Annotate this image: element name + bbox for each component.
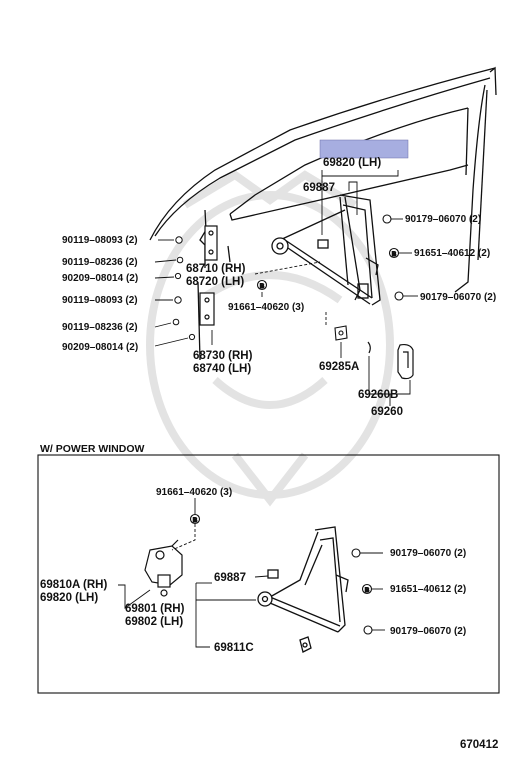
label-90179-06070-a: 90179–06070 (2) <box>405 214 481 225</box>
power-window-frame <box>37 454 500 694</box>
label-pw-69887: 69887 <box>214 572 246 584</box>
label-69801: 69801 (RH) <box>125 603 185 615</box>
power-window-title: W/ POWER WINDOW <box>40 443 144 455</box>
label-69260: 69260 <box>371 406 403 418</box>
window-crank-handle <box>367 341 414 380</box>
clip-69285a <box>334 325 348 341</box>
label-69285a: 69285A <box>319 361 359 373</box>
label-pw-91661-40620: 91661–40620 (3) <box>156 487 232 498</box>
leader-lines-upper <box>154 170 418 406</box>
label-90179-06070-b: 90179–06070 (2) <box>420 292 496 303</box>
label-90119-08236-a: 90119–08236 (2) <box>62 257 138 268</box>
label-69810a: 69810A (RH) <box>40 579 107 591</box>
leader-lines-power <box>118 498 385 648</box>
highlight-box <box>319 139 409 159</box>
svg-text:B: B <box>365 588 370 594</box>
label-pw-69820: 69820 (LH) <box>40 592 98 604</box>
window-regulator-manual <box>271 194 381 306</box>
label-pw-90179-06070-a: 90179–06070 (2) <box>390 548 466 559</box>
labels-power: 91661–40620 (3) 69810A (RH) 69820 (LH) 6… <box>40 487 466 654</box>
label-69887: 69887 <box>303 182 335 194</box>
label-68730: 68730 (RH) <box>193 350 253 362</box>
label-90209-08014-a: 90209–08014 (2) <box>62 273 138 284</box>
label-pw-90179-06070-b: 90179–06070 (2) <box>390 626 466 637</box>
label-68740: 68740 (LH) <box>193 363 251 375</box>
labels-upper: 69820 (LH) 69887 90119–08093 (2) 90119–0… <box>62 157 496 418</box>
label-91651-40612: 91651–40612 (2) <box>414 248 490 259</box>
label-68710: 68710 (RH) <box>186 263 246 275</box>
hinge-bolts <box>172 236 196 341</box>
power-window-bolt-b: B <box>189 513 201 525</box>
label-69260b: 69260B <box>358 389 398 401</box>
label-69820-lh: 69820 (LH) <box>323 157 381 169</box>
power-regulator-bolts: B <box>351 548 373 635</box>
power-window-motor <box>144 539 183 597</box>
svg-text:B: B <box>193 518 198 524</box>
label-90119-08093-a: 90119–08093 (2) <box>62 235 138 246</box>
svg-text:B: B <box>260 284 265 290</box>
label-69802: 69802 (LH) <box>125 616 183 628</box>
svg-text:B: B <box>392 252 397 258</box>
watermark-emblem <box>146 170 394 507</box>
diagram-id: 670412 <box>460 739 498 751</box>
door-outline <box>149 66 497 361</box>
door-hinge-upper <box>204 225 218 261</box>
label-68720: 68720 (LH) <box>186 276 244 288</box>
label-pw-91651-40612: 91651–40612 (2) <box>390 584 466 595</box>
door-hinge-lower <box>199 292 215 326</box>
label-91661-40620: 91661–40620 (3) <box>228 302 304 313</box>
label-90119-08236-b: 90119–08236 (2) <box>62 322 138 333</box>
regulator-bolts-upper: B B <box>256 214 404 301</box>
label-90119-08093-b: 90119–08093 (2) <box>62 295 138 306</box>
label-90209-08014-b: 90209–08014 (2) <box>62 342 138 353</box>
label-69811c: 69811C <box>214 642 254 654</box>
window-regulator-power <box>257 526 349 653</box>
